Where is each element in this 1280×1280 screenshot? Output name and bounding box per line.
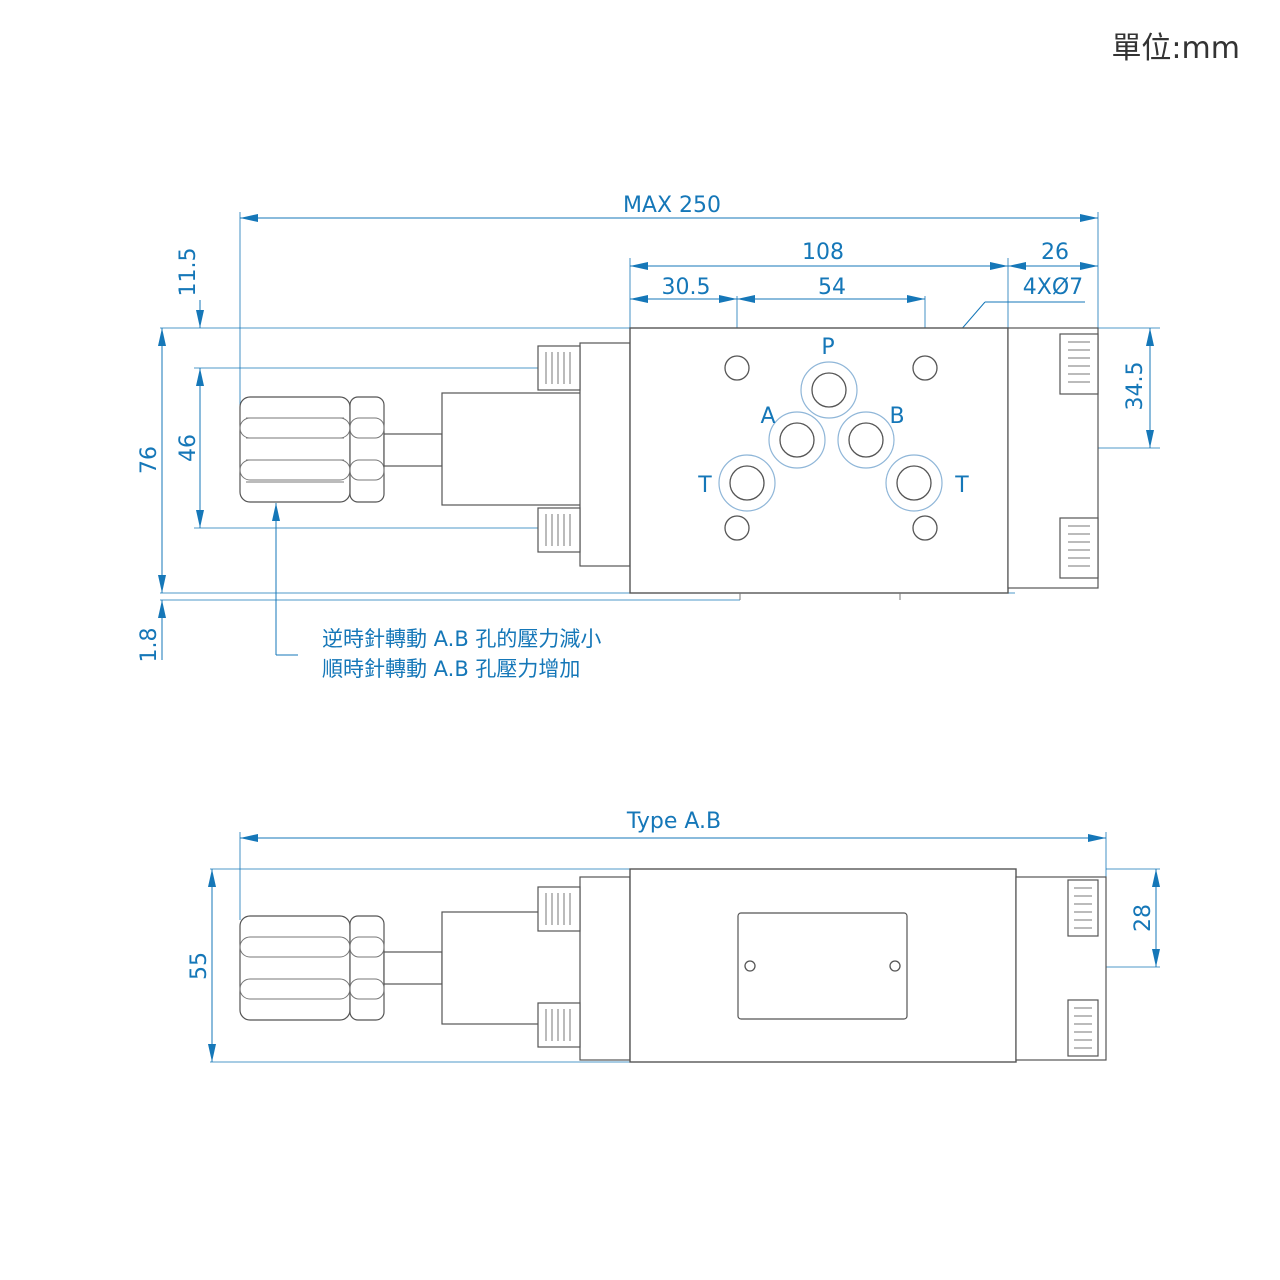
knob-note-decrease: 逆時針轉動 A.B 孔的壓力減小 bbox=[322, 627, 601, 651]
port-t-left bbox=[729, 465, 765, 501]
side-view-title: Type A.B bbox=[626, 809, 721, 834]
dim-overall-height: 76 bbox=[137, 446, 162, 474]
dim-side-right-height: 28 bbox=[1131, 904, 1156, 932]
dim-right-height: 34.5 bbox=[1123, 362, 1148, 411]
dim-top-offset: 11.5 bbox=[176, 248, 201, 297]
nameplate bbox=[737, 912, 908, 1020]
side-right-end-cap bbox=[1015, 876, 1107, 1061]
dim-overall-length: MAX 250 bbox=[623, 193, 721, 218]
mount-hole-4 bbox=[912, 515, 938, 541]
side-adjustment-knob bbox=[239, 915, 443, 1021]
port-b-label: B bbox=[889, 404, 904, 429]
valve-housing bbox=[441, 342, 631, 567]
side-view: Type A.B 55 28 bbox=[187, 809, 1160, 1063]
nameplate-screw-left bbox=[744, 960, 756, 972]
top-view: MAX 250 108 26 30.5 54 4XØ7 11.5 46 bbox=[137, 193, 1160, 681]
dim-port-offset: 30.5 bbox=[662, 275, 711, 300]
port-t-right bbox=[896, 465, 932, 501]
dim-hole-spacing: 54 bbox=[818, 275, 846, 300]
port-a-label: A bbox=[760, 404, 775, 429]
port-p bbox=[811, 372, 847, 408]
valve-body-top bbox=[629, 327, 1009, 594]
port-p-label: P bbox=[821, 335, 834, 360]
dim-bottom-offset: 1.8 bbox=[137, 628, 162, 663]
port-b bbox=[848, 422, 884, 458]
dim-mount-holes: 4XØ7 bbox=[1023, 275, 1083, 300]
knob-note-increase: 順時針轉動 A.B 孔壓力增加 bbox=[322, 657, 580, 681]
port-t-left-label: T bbox=[697, 473, 712, 498]
side-valve-housing bbox=[441, 876, 631, 1061]
dim-right-part: 26 bbox=[1041, 240, 1069, 265]
adjustment-knob bbox=[239, 396, 443, 503]
mount-hole-1 bbox=[724, 355, 750, 381]
unit-label: 單位:mm bbox=[1111, 31, 1240, 66]
dim-side-height: 55 bbox=[187, 952, 212, 980]
mount-hole-3 bbox=[724, 515, 750, 541]
nameplate-screw-right bbox=[889, 960, 901, 972]
right-end-cap bbox=[1007, 327, 1099, 589]
dim-knob-span: 46 bbox=[176, 434, 201, 462]
mount-hole-2 bbox=[912, 355, 938, 381]
dim-body-length: 108 bbox=[802, 240, 844, 265]
port-t-right-label: T bbox=[954, 473, 969, 498]
port-a bbox=[779, 422, 815, 458]
